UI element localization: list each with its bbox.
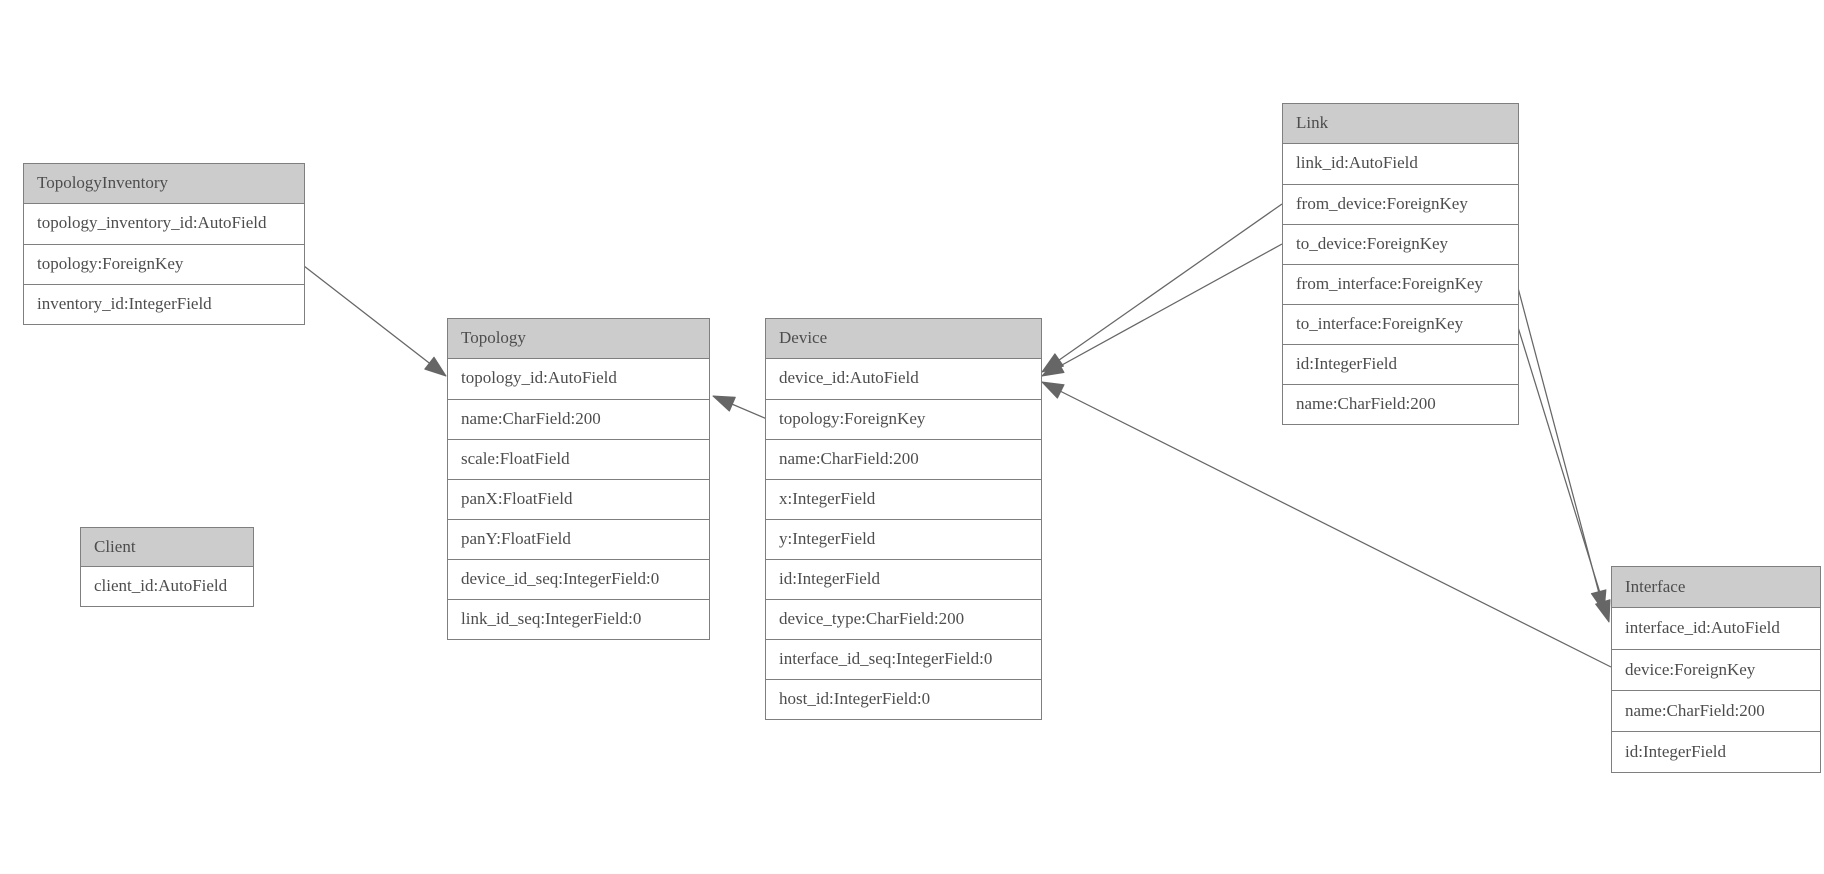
edge-link-to_interface-to-interface-interface_id [1516,323,1610,623]
field-row-panX: panX:FloatField [448,479,709,519]
edge-link-to_interface-to-interface-interface_id-arrowhead-icon [1595,599,1611,623]
field-row-id: id:IntegerField [1612,731,1820,772]
field-row-to_device: to_device:ForeignKey [1283,224,1518,264]
field-row-id: id:IntegerField [766,559,1041,599]
edge-interface-device-to-device-device_id [1041,381,1612,668]
field-row-interface_id: interface_id:AutoField [1612,608,1820,649]
field-row-name: name:CharField:200 [448,399,709,439]
field-row-id: id:IntegerField [1283,344,1518,384]
edge-link-to_device-to-device-device_id [1041,243,1283,377]
field-row-device_id: device_id:AutoField [766,359,1041,399]
edge-topologyinventory-topology-to-topology-topology_id-arrowhead-icon [424,356,447,377]
entity-title: Topology [448,319,709,359]
entity-title: Link [1283,104,1518,144]
field-row-panY: panY:FloatField [448,519,709,559]
entity-title: Client [81,528,253,567]
edge-device-topology-to-topology-topology_id-arrowhead-icon [712,395,736,412]
field-row-client_id: client_id:AutoField [81,567,253,606]
field-row-device_id_seq: device_id_seq:IntegerField:0 [448,559,709,599]
field-row-y: y:IntegerField [766,519,1041,559]
field-row-link_id_seq: link_id_seq:IntegerField:0 [448,599,709,639]
field-row-from_device: from_device:ForeignKey [1283,184,1518,224]
field-row-device_type: device_type:CharField:200 [766,599,1041,639]
field-row-name: name:CharField:200 [1283,384,1518,424]
edge-interface-device-to-device-device_id-arrowhead-icon [1041,381,1065,399]
field-row-device: device:ForeignKey [1612,649,1820,690]
field-row-name: name:CharField:200 [1612,690,1820,731]
field-row-to_interface: to_interface:ForeignKey [1283,304,1518,344]
edge-link-from_device-to-device-device_id [1041,203,1283,373]
entity-topologyinventory: TopologyInventory topology_inventory_id:… [23,163,305,325]
entity-title: TopologyInventory [24,164,304,204]
entity-client: Client client_id:AutoField [80,527,254,607]
field-row-topology: topology:ForeignKey [766,399,1041,439]
edge-link-to_device-to-device-device_id-arrowhead-icon [1041,358,1065,377]
entity-title: Interface [1612,567,1820,608]
field-row-x: x:IntegerField [766,479,1041,519]
field-row-from_interface: from_interface:ForeignKey [1283,264,1518,304]
entity-title: Device [766,319,1041,359]
field-row-inventory_id: inventory_id:IntegerField [24,284,304,324]
field-row-link_id: link_id:AutoField [1283,144,1518,184]
field-row-topology_inventory_id: topology_inventory_id:AutoField [24,204,304,244]
edge-topologyinventory-topology-to-topology-topology_id [303,265,447,377]
field-row-name: name:CharField:200 [766,439,1041,479]
field-row-host_id: host_id:IntegerField:0 [766,679,1041,719]
field-row-topology_id: topology_id:AutoField [448,359,709,399]
field-row-scale: scale:FloatField [448,439,709,479]
field-row-interface_id_seq: interface_id_seq:IntegerField:0 [766,639,1041,679]
field-row-topology: topology:ForeignKey [24,244,304,284]
